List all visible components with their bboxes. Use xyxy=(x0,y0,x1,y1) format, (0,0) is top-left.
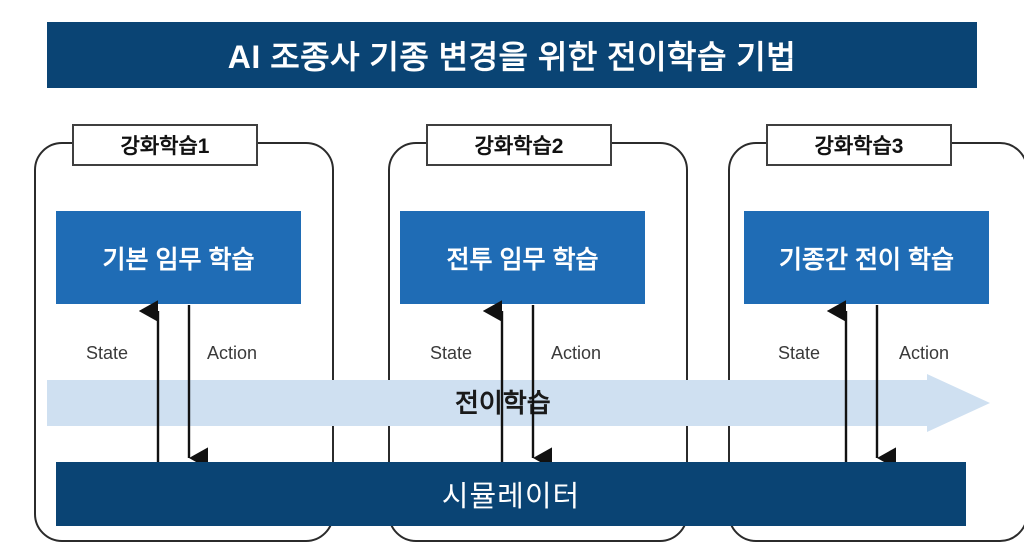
group-label-box-2[interactable]: 강화학습2 xyxy=(426,124,612,166)
stage-label-2: 전투 임무 학습 xyxy=(446,245,599,274)
simulator-bar: 시뮬레이터 xyxy=(56,462,966,526)
stage-box-1[interactable]: 기본 임무 학습 xyxy=(56,211,301,304)
group-label-text-2: 강화학습2 xyxy=(474,135,564,158)
state-label-3: State xyxy=(778,343,821,363)
action-label-3: Action xyxy=(899,343,950,363)
state-label-1: State xyxy=(86,343,129,363)
action-label-1: Action xyxy=(207,343,258,363)
action-label-2: Action xyxy=(551,343,602,363)
group-label-text-3: 강화학습3 xyxy=(814,135,904,158)
group-label-box-1[interactable]: 강화학습1 xyxy=(72,124,258,166)
transfer-learning-band xyxy=(47,374,990,432)
stage-label-3: 기종간 전이 학습 xyxy=(779,245,954,274)
simulator-label: 시뮬레이터 xyxy=(441,481,581,513)
stage-box-2[interactable]: 전투 임무 학습 xyxy=(400,211,645,304)
state-label-2: State xyxy=(430,343,473,363)
group-label-text-1: 강화학습1 xyxy=(120,135,210,158)
group-label-box-3[interactable]: 강화학습3 xyxy=(766,124,952,166)
transfer-arrow-shape xyxy=(47,374,990,432)
diagram-title-bar: AI 조종사 기종 변경을 위한 전이학습 기법 xyxy=(47,22,977,88)
stage-box-3[interactable]: 기종간 전이 학습 xyxy=(744,211,989,304)
page-title: AI 조종사 기종 변경을 위한 전이학습 기법 xyxy=(227,39,797,75)
stage-label-1: 기본 임무 학습 xyxy=(102,245,255,274)
transfer-learning-label: 전이학습 xyxy=(455,388,551,418)
